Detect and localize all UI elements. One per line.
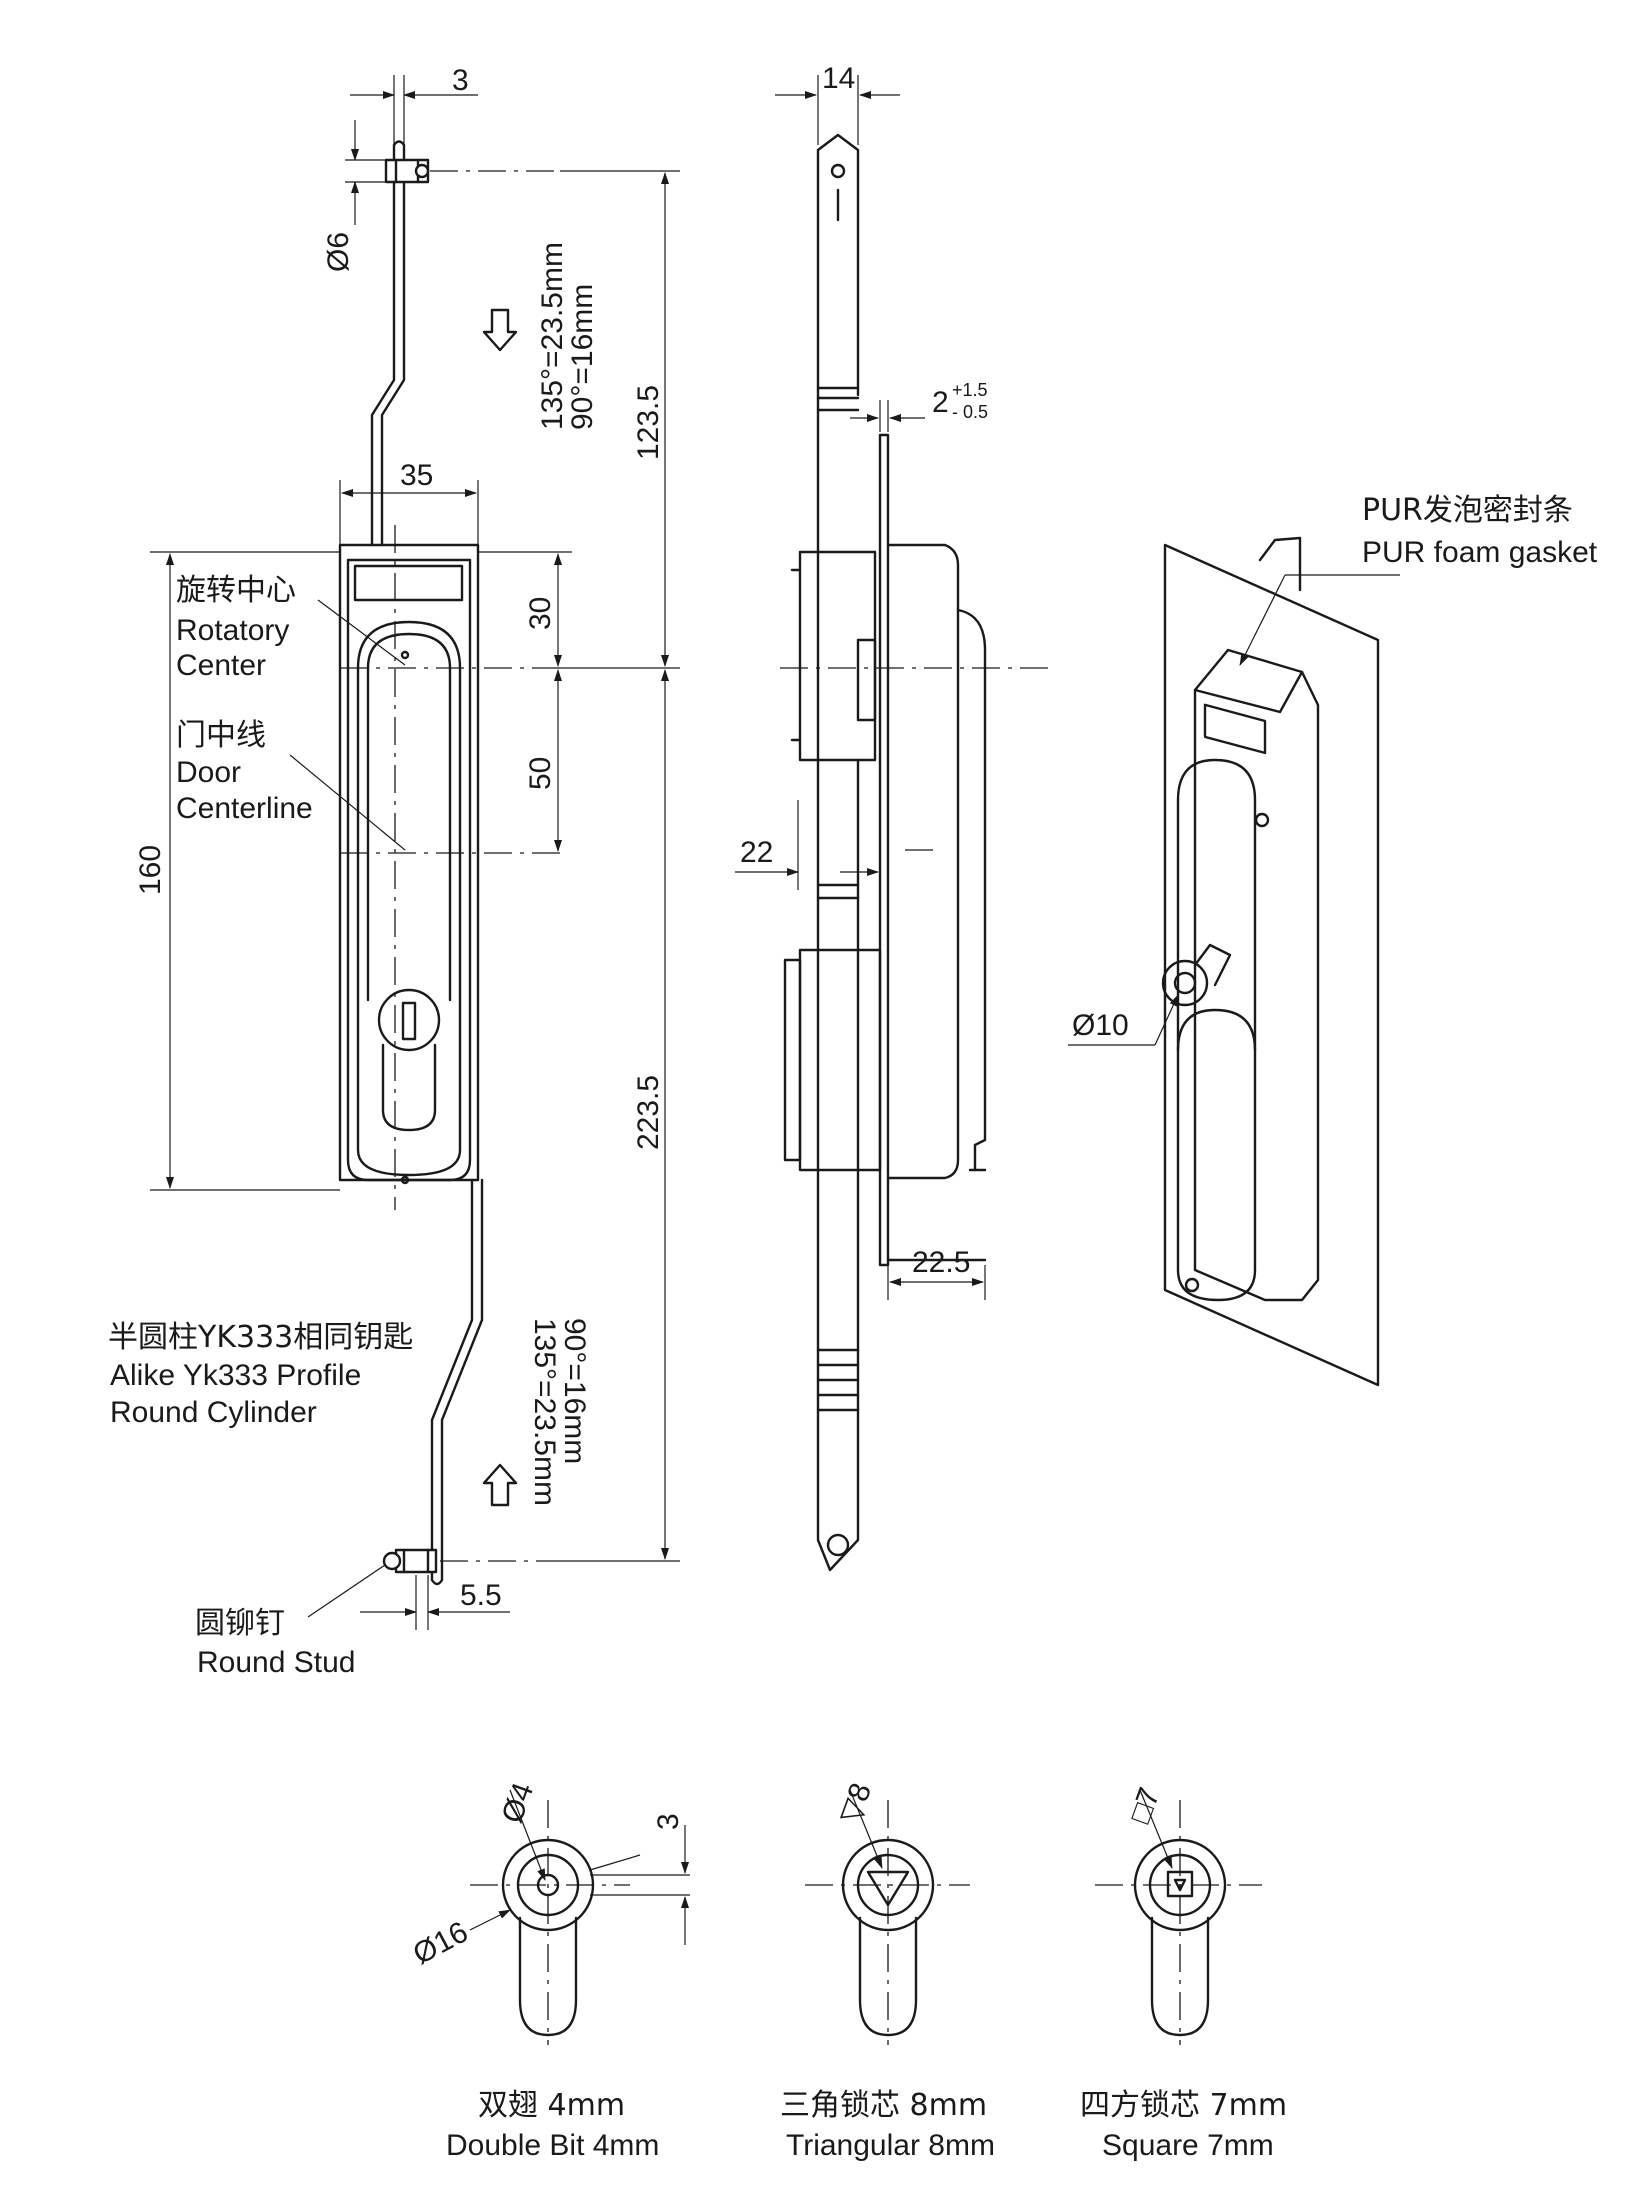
iso-door-plate [1163, 543, 1380, 1387]
iso-rod-top [1258, 536, 1302, 592]
label-cylinder-cn: 半圆柱YK333相同钥匙 [108, 1320, 413, 1355]
iso-handle-base [1193, 648, 1320, 1302]
front-view: 3 Ø6 135°=23.5mm 90°=16mm 123.5 35 30 50 [108, 64, 680, 1679]
label-door-centerline-cn: 门中线 [176, 718, 266, 753]
dim-triangle-size: ▽8 [834, 1779, 879, 1828]
label-gasket-cn: PUR发泡密封条 [1362, 493, 1573, 528]
label-rotary-center-cn: 旋转中心 [176, 573, 296, 608]
lower-rod [430, 1178, 484, 1586]
side-view: 14 2 +1.5 - 0.5 22 22.5 [735, 62, 1050, 1572]
dim-upper-rod: 123.5 [632, 385, 665, 460]
key-name-cn-2: 四方锁芯 7mm [1080, 2088, 1287, 2123]
dim-door-gap-upper: +1.5 [952, 380, 988, 400]
iso-cylinder [1161, 959, 1209, 1007]
handle-body [338, 543, 480, 1185]
key-option-triangular: ▽8 三角锁芯 8mm Triangular 8mm [780, 1779, 995, 2162]
dim-handle-width: 35 [400, 459, 433, 492]
isometric-view: Ø10 PUR发泡密封条 PUR foam gasket [1068, 493, 1598, 1387]
dim-lower-rod: 223.5 [632, 1075, 665, 1150]
label-door-centerline-en2: Centerline [176, 792, 313, 825]
handle-lever [356, 620, 462, 1177]
label-cylinder-en2: Round Cylinder [110, 1396, 317, 1429]
down-arrow-icon [482, 308, 518, 352]
travel-top-line2: 90°=16mm [566, 284, 599, 430]
label-gasket-en: PUR foam gasket [1362, 536, 1598, 569]
key-option-square: □7 四方锁芯 7mm Square 7mm [1080, 1783, 1287, 2162]
dim-cylinder-face: Ø16 [408, 1915, 474, 1971]
key-name-cn-1: 三角锁芯 8mm [780, 2088, 987, 2123]
dim-top-offset: 3 [452, 64, 469, 97]
key-option-double-bit: 3 Ø4 Ø16 双翅 4mm Double Bit 4mm [408, 1778, 690, 2162]
dim-double-bit-slot: 3 [652, 1813, 685, 1830]
key-name-en-1: Triangular 8mm [786, 2129, 995, 2162]
dim-door-gap: 2 [932, 386, 949, 419]
dim-rivet-diameter: Ø6 [322, 232, 355, 272]
dim-double-bit-pin: Ø4 [496, 1778, 541, 1827]
dim-cylinder-diameter: Ø10 [1072, 1009, 1129, 1042]
dim-depth-front: 22.5 [912, 1246, 970, 1279]
side-rod [816, 133, 860, 1572]
label-stud-en: Round Stud [197, 1646, 355, 1679]
top-rivet [384, 158, 430, 184]
round-stud [382, 1548, 438, 1574]
dim-side-width: 14 [822, 62, 855, 95]
door-panel [878, 433, 890, 1267]
dim-door-gap-lower: - 0.5 [952, 402, 988, 422]
travel-bottom-line2: 135°=23.5mm [528, 1318, 561, 1506]
up-arrow-icon [482, 1463, 518, 1507]
rear-housing [790, 550, 877, 762]
travel-bottom-line1: 90°=16mm [558, 1318, 591, 1464]
upper-rod [370, 140, 406, 547]
label-cylinder-en1: Alike Yk333 Profile [110, 1359, 361, 1392]
rear-cylinder [798, 948, 882, 1172]
key-name-en-2: Square 7mm [1102, 2129, 1274, 2162]
key-name-cn-0: 双翅 4mm [478, 2088, 625, 2123]
dim-overall-height: 160 [134, 845, 167, 895]
dim-square-size: □7 [1124, 1783, 1167, 1827]
label-rotary-center-en2: Center [176, 649, 266, 682]
gasket-top-block [353, 564, 464, 602]
iso-lever [1176, 758, 1257, 1302]
dim-depth-behind: 22 [740, 836, 773, 869]
dim-rotary-to-center: 50 [524, 757, 557, 790]
label-stud-cn: 圆铆钉 [195, 1606, 285, 1641]
side-handle [886, 543, 960, 1180]
travel-top-line1: 135°=23.5mm [536, 242, 569, 430]
key-name-en-0: Double Bit 4mm [446, 2129, 659, 2162]
label-rotary-center-en1: Rotatory [176, 614, 289, 647]
label-door-centerline-en1: Door [176, 756, 241, 789]
cylinder-face [377, 988, 441, 1052]
dim-stud-offset: 5.5 [460, 1579, 502, 1612]
dim-rotary-to-top: 30 [524, 597, 557, 630]
